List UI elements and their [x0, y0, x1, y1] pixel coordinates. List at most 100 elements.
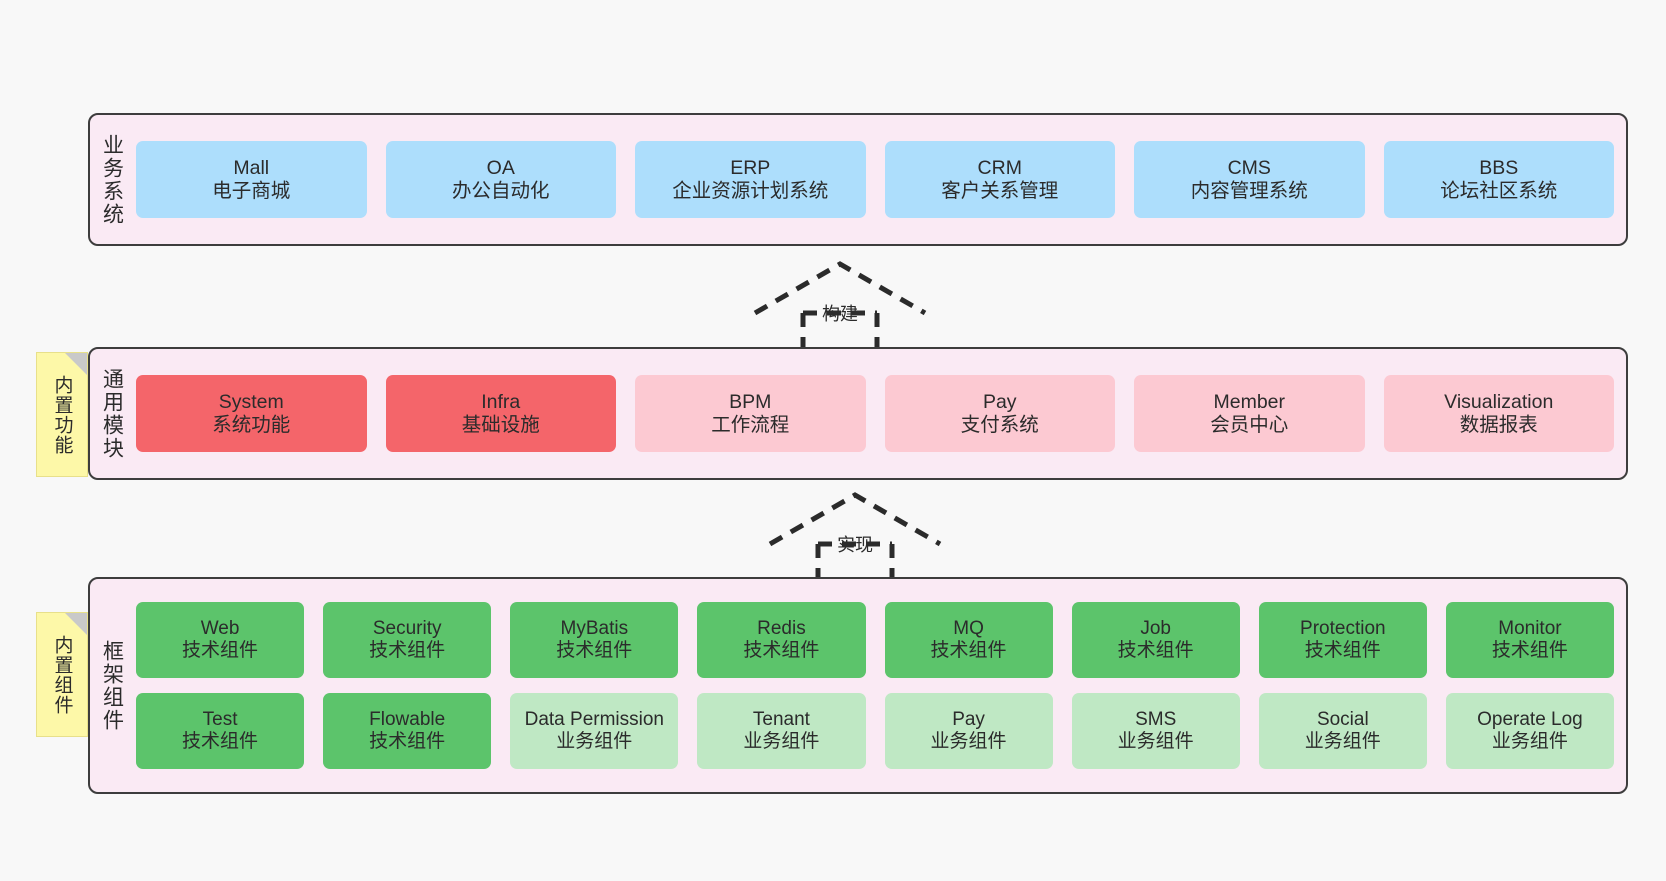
- node-label-cn: 业务组件: [1304, 731, 1381, 752]
- node-label-cn: 技术组件: [1304, 640, 1381, 661]
- node-label-en: Mall: [233, 156, 270, 179]
- node-mq[interactable]: MQ 技术组件: [884, 602, 1053, 678]
- node-label-en: SMS: [1135, 708, 1177, 730]
- node-security[interactable]: Security 技术组件: [323, 602, 492, 678]
- node-social[interactable]: Social 业务组件: [1258, 693, 1427, 769]
- dashed-hollow-arrow-up-icon: [753, 261, 927, 348]
- node-label-en: System: [218, 390, 284, 413]
- node-sms[interactable]: SMS 业务组件: [1071, 693, 1240, 769]
- node-label-cn: 内容管理系统: [1190, 179, 1308, 202]
- node-label-en: Protection: [1300, 617, 1386, 639]
- node-label-cn: 技术组件: [369, 731, 446, 752]
- node-data-permission[interactable]: Data Permission 业务组件: [510, 693, 679, 769]
- node-redis[interactable]: Redis 技术组件: [697, 602, 866, 678]
- node-bpm[interactable]: BPM 工作流程: [635, 375, 866, 452]
- node-label-cn: 系统功能: [212, 413, 291, 436]
- node-label-en: Pay: [952, 708, 985, 730]
- connector-build: 构建: [745, 258, 935, 348]
- node-label-en: Tenant: [752, 708, 810, 730]
- node-erp[interactable]: ERP 企业资源计划系统: [635, 141, 866, 218]
- layer-business-system: 业务系统 Mall 电子商城 OA 办公自动化 ERP 企业资源计划系统 CRM…: [88, 113, 1628, 246]
- node-label-cn: 工作流程: [711, 413, 790, 436]
- node-label-en: MyBatis: [560, 617, 629, 639]
- node-monitor[interactable]: Monitor 技术组件: [1445, 602, 1614, 678]
- layer-common-module: 通用模块 System 系统功能 Infra 基础设施 BPM 工作流程 Pay…: [88, 347, 1628, 480]
- node-label-cn: 技术组件: [556, 640, 633, 661]
- node-label-cn: 技术组件: [182, 731, 259, 752]
- node-label-en: Social: [1316, 708, 1369, 730]
- node-crm[interactable]: CRM 客户关系管理: [884, 141, 1115, 218]
- node-protection[interactable]: Protection 技术组件: [1258, 602, 1427, 678]
- node-label-cn: 业务组件: [743, 731, 820, 752]
- node-member[interactable]: Member 会员中心: [1134, 375, 1365, 452]
- node-label-en: Member: [1213, 390, 1286, 413]
- node-label-cn: 业务组件: [1117, 731, 1194, 752]
- layer-body-business-system: Mall 电子商城 OA 办公自动化 ERP 企业资源计划系统 CRM 客户关系…: [134, 115, 1626, 244]
- node-label-cn: 技术组件: [743, 640, 820, 661]
- node-mall[interactable]: Mall 电子商城: [136, 141, 367, 218]
- node-label-en: Operate Log: [1477, 708, 1583, 730]
- node-mybatis[interactable]: MyBatis 技术组件: [510, 602, 679, 678]
- node-operate-log[interactable]: Operate Log 业务组件: [1445, 693, 1614, 769]
- layer-title-framework-component: 框架组件: [100, 639, 124, 732]
- node-label-cn: 支付系统: [960, 413, 1039, 436]
- node-label-en: Monitor: [1498, 617, 1562, 639]
- node-label-en: Visualization: [1444, 390, 1554, 413]
- layer-framework-component: 框架组件 Web 技术组件 Security 技术组件 MyBatis 技术组件…: [88, 577, 1628, 794]
- node-label-en: CRM: [977, 156, 1022, 179]
- node-label-cn: 技术组件: [369, 640, 446, 661]
- note-label: 内置功能: [51, 374, 73, 455]
- node-tenant[interactable]: Tenant 业务组件: [697, 693, 866, 769]
- node-cms[interactable]: CMS 内容管理系统: [1134, 141, 1365, 218]
- note-fold-corner-icon: [65, 353, 87, 375]
- node-label-en: Data Permission: [524, 708, 664, 730]
- node-label-en: CMS: [1227, 156, 1271, 179]
- node-visualization[interactable]: Visualization 数据报表: [1383, 375, 1614, 452]
- dashed-hollow-arrow-up-icon: [768, 492, 942, 579]
- node-job[interactable]: Job 技术组件: [1071, 602, 1240, 678]
- node-label-cn: 技术组件: [1117, 640, 1194, 661]
- node-label-cn: 办公自动化: [451, 179, 550, 202]
- node-label-en: Web: [200, 617, 240, 639]
- node-label-cn: 业务组件: [1491, 731, 1568, 752]
- node-label-en: OA: [486, 156, 515, 179]
- note-builtin-function: 内置功能: [36, 352, 88, 477]
- note-label: 内置组件: [51, 634, 73, 715]
- node-label-cn: 会员中心: [1210, 413, 1289, 436]
- layer-row: Mall 电子商城 OA 办公自动化 ERP 企业资源计划系统 CRM 客户关系…: [136, 141, 1614, 218]
- layer-row: Web 技术组件 Security 技术组件 MyBatis 技术组件 Redi…: [136, 602, 1614, 678]
- node-flowable[interactable]: Flowable 技术组件: [323, 693, 492, 769]
- node-label-en: Security: [372, 617, 442, 639]
- node-pay[interactable]: Pay 支付系统: [884, 375, 1115, 452]
- connector-implement: 实现: [760, 489, 950, 579]
- node-label-en: Redis: [757, 617, 806, 639]
- layer-title-business-system: 业务系统: [100, 133, 124, 226]
- node-label-cn: 业务组件: [556, 731, 633, 752]
- node-web[interactable]: Web 技术组件: [136, 602, 305, 678]
- node-label-cn: 数据报表: [1459, 413, 1538, 436]
- node-label-en: BPM: [729, 390, 772, 413]
- node-oa[interactable]: OA 办公自动化: [385, 141, 616, 218]
- node-label-cn: 基础设施: [461, 413, 540, 436]
- node-label-cn: 客户关系管理: [941, 179, 1059, 202]
- node-label-cn: 企业资源计划系统: [672, 179, 829, 202]
- node-label-cn: 论坛社区系统: [1440, 179, 1558, 202]
- note-builtin-component: 内置组件: [36, 612, 88, 737]
- layer-row: Test 技术组件 Flowable 技术组件 Data Permission …: [136, 693, 1614, 769]
- node-bbs[interactable]: BBS 论坛社区系统: [1383, 141, 1614, 218]
- layer-row: System 系统功能 Infra 基础设施 BPM 工作流程 Pay 支付系统…: [136, 375, 1614, 452]
- node-label-en: ERP: [730, 156, 771, 179]
- layer-body-common-module: System 系统功能 Infra 基础设施 BPM 工作流程 Pay 支付系统…: [134, 349, 1626, 478]
- node-label-en: Infra: [481, 390, 521, 413]
- node-label-en: Pay: [982, 390, 1017, 413]
- node-label-cn: 电子商城: [212, 179, 291, 202]
- node-label-cn: 技术组件: [930, 640, 1007, 661]
- node-label-en: BBS: [1479, 156, 1519, 179]
- node-pay-business[interactable]: Pay 业务组件: [884, 693, 1053, 769]
- node-system[interactable]: System 系统功能: [136, 375, 367, 452]
- node-label-en: Flowable: [369, 708, 446, 730]
- node-label-cn: 技术组件: [1491, 640, 1568, 661]
- node-test[interactable]: Test 技术组件: [136, 693, 305, 769]
- node-infra[interactable]: Infra 基础设施: [385, 375, 616, 452]
